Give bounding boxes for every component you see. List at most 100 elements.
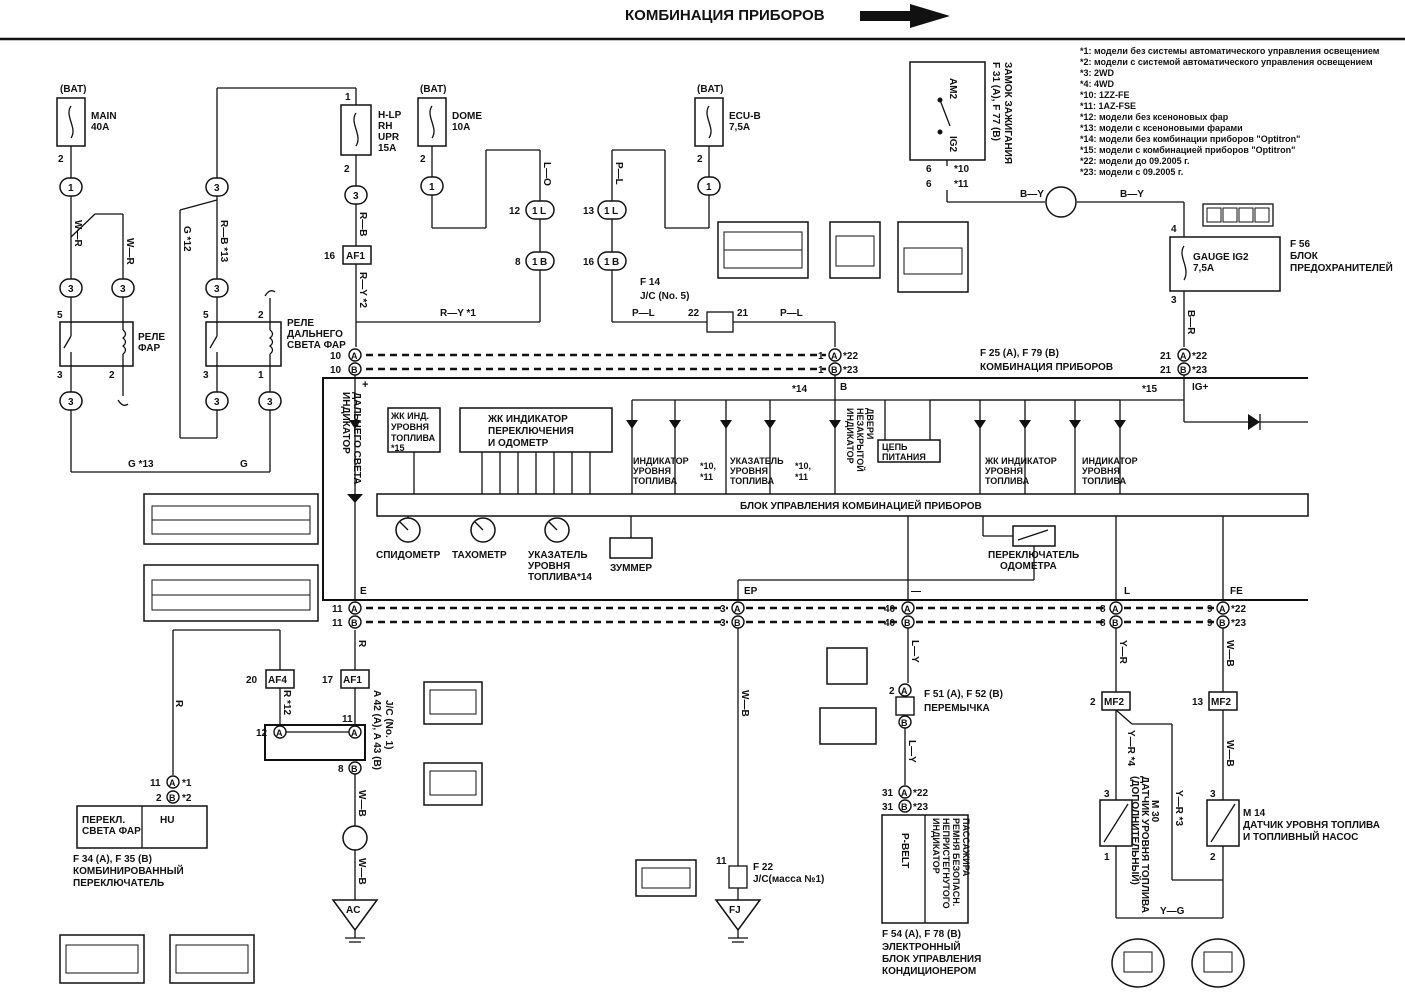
svg-text:10A: 10A [452, 122, 470, 133]
svg-text:*15: *15 [1142, 384, 1157, 395]
notes-list: *1: модели без системы автоматического у… [1080, 46, 1380, 177]
svg-text:8: 8 [515, 257, 521, 268]
svg-text:ТОПЛИВА: ТОПЛИВА [985, 476, 1030, 486]
svg-text:IG+: IG+ [1192, 382, 1209, 393]
svg-text:1: 1 [818, 365, 824, 376]
svg-text:*11: *11 [700, 472, 713, 482]
svg-text:G: G [240, 459, 248, 470]
svg-text:ЖК ИНДИКАТОР: ЖК ИНДИКАТОР [487, 414, 568, 425]
svg-text:11: 11 [332, 604, 343, 615]
svg-text:B—R: B—R [1185, 310, 1196, 335]
svg-text:ТАХОМЕТР: ТАХОМЕТР [452, 550, 507, 561]
svg-text:1: 1 [604, 257, 610, 268]
svg-text:16: 16 [583, 257, 595, 268]
svg-text:E: E [360, 586, 367, 597]
svg-text:13: 13 [583, 206, 595, 217]
svg-text:GAUGE IG2: GAUGE IG2 [1193, 252, 1249, 263]
svg-text:F 31 (A), F 77 (B): F 31 (A), F 77 (B) [990, 62, 1001, 141]
svg-text:*22: *22 [1231, 604, 1246, 615]
svg-text:8: 8 [338, 764, 344, 775]
svg-text:СВЕТА ФАР: СВЕТА ФАР [287, 340, 346, 351]
svg-text:W—B: W—B [739, 690, 750, 717]
svg-text:20: 20 [246, 675, 258, 686]
svg-text:*10,: *10, [795, 461, 811, 471]
note-4: *4: 4WD [1080, 79, 1115, 89]
svg-text:13: 13 [1192, 697, 1204, 708]
svg-text:W—B: W—B [1224, 740, 1235, 767]
svg-text:F 51 (A), F 52 (B): F 51 (A), F 52 (B) [924, 689, 1003, 700]
svg-text:*2: *2 [182, 793, 192, 804]
svg-text:УРОВНЯ: УРОВНЯ [1082, 466, 1120, 476]
svg-text:3: 3 [214, 284, 220, 295]
svg-text:L: L [612, 206, 618, 217]
svg-text:40: 40 [884, 604, 896, 615]
connector-icon [1202, 203, 1274, 227]
svg-text:3: 3 [203, 370, 209, 381]
svg-text:1: 1 [68, 183, 74, 194]
svg-text:УРОВНЯ: УРОВНЯ [633, 466, 671, 476]
svg-text:1: 1 [429, 182, 435, 193]
svg-text:B: B [540, 257, 547, 268]
svg-text:B: B [351, 764, 358, 774]
svg-text:3: 3 [720, 604, 726, 615]
svg-text:A: A [351, 728, 358, 738]
svg-text:2: 2 [156, 793, 162, 804]
svg-text:3: 3 [353, 191, 359, 202]
svg-text:G *13: G *13 [128, 459, 154, 470]
svg-text:7,5A: 7,5A [729, 122, 750, 133]
svg-text:ИНДИКАТОР: ИНДИКАТОР [1082, 456, 1138, 466]
svg-text:2: 2 [58, 154, 64, 165]
note-10: *10: 1ZZ-FE [1080, 90, 1130, 100]
svg-text:B: B [901, 718, 908, 728]
svg-text:P—L: P—L [780, 308, 803, 319]
svg-text:J/C (No. 1): J/C (No. 1) [383, 700, 394, 749]
svg-text:40: 40 [884, 618, 896, 629]
svg-text:3: 3 [68, 397, 74, 408]
svg-text:2: 2 [889, 686, 895, 697]
svg-text:ЦЕПЬ: ЦЕПЬ [882, 442, 908, 452]
svg-text:11: 11 [716, 856, 727, 867]
svg-text:A: A [734, 604, 741, 614]
svg-text:*11: *11 [795, 472, 808, 482]
svg-text:ФАР: ФАР [138, 343, 161, 354]
svg-text:8: 8 [1100, 604, 1106, 615]
svg-text:И ОДОМЕТР: И ОДОМЕТР [488, 438, 549, 449]
svg-text:B: B [840, 382, 847, 393]
svg-text:ЖК ИНДИКАТОР: ЖК ИНДИКАТОР [984, 456, 1057, 466]
svg-text:M 14: M 14 [1243, 808, 1266, 819]
svg-text:W—B: W—B [356, 790, 367, 817]
svg-text:ECU-B: ECU-B [729, 111, 761, 122]
svg-text:R: R [356, 640, 367, 648]
splice-point [1045, 186, 1077, 218]
svg-text:БЛОК УПРАВЛЕНИЯ: БЛОК УПРАВЛЕНИЯ [882, 954, 981, 965]
svg-text:*10: *10 [954, 164, 969, 175]
note-11: *11: 1AZ-FSE [1080, 101, 1136, 111]
svg-text:3: 3 [120, 284, 126, 295]
svg-text:17: 17 [322, 675, 334, 686]
svg-text:3: 3 [68, 284, 74, 295]
svg-text:P—L: P—L [613, 162, 624, 185]
note-13: *13: модели с ксеноновыми фарами [1080, 123, 1243, 133]
svg-text:2: 2 [1090, 697, 1096, 708]
svg-text:*23: *23 [843, 365, 858, 376]
svg-text:5: 5 [203, 310, 209, 321]
svg-text:L—Y: L—Y [909, 640, 920, 663]
svg-text:R: R [173, 700, 184, 708]
svg-text:УРОВНЯ: УРОВНЯ [391, 422, 429, 432]
svg-text:УРОВНЯ: УРОВНЯ [528, 561, 570, 572]
svg-text:3: 3 [1171, 295, 1177, 306]
svg-text:AM2: AM2 [947, 78, 958, 100]
svg-text:F 14: F 14 [640, 277, 660, 288]
note-3: *3: 2WD [1080, 68, 1115, 78]
relay-pins: 3 3 3 3 3 3 G *13 G [59, 278, 282, 473]
jc5-junction [706, 311, 734, 333]
svg-text:РЕМНЯ БЕЗОПАСН.: РЕМНЯ БЕЗОПАСН. [951, 818, 961, 906]
svg-text:*22: *22 [913, 788, 928, 799]
svg-text:B: B [734, 618, 741, 628]
svg-text:*1: *1 [182, 778, 192, 789]
connector-thumbnails-bottom-left [59, 647, 1245, 988]
svg-text:(BAT): (BAT) [697, 84, 723, 95]
high-beam-relay: РЕЛЕ ДАЛЬНЕГО СВЕТА ФАР 5 2 3 1 [203, 310, 346, 381]
svg-text:IG2: IG2 [947, 136, 958, 153]
svg-text:J/C(масса №1): J/C(масса №1) [753, 874, 824, 885]
